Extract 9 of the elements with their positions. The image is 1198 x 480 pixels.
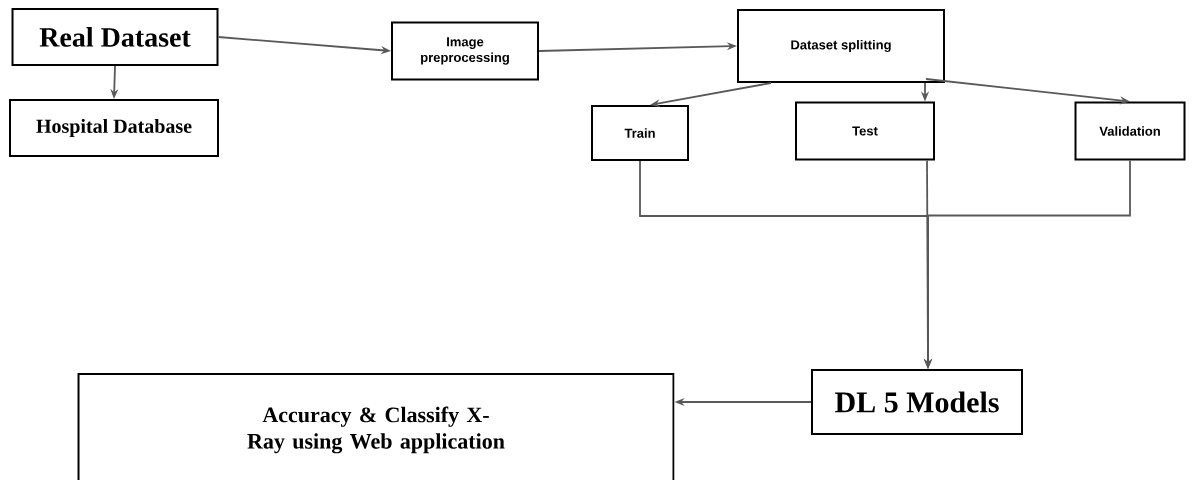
process-box: Real Dataset <box>11 8 219 66</box>
process-box: Accuracy & Classify X-Ray using Web application <box>77 373 675 480</box>
process-box: Test <box>795 101 935 161</box>
process-box: Dataset splitting <box>737 9 945 83</box>
process-box: Hospital Database <box>9 99 219 157</box>
process-box: DL 5 Models <box>811 369 1023 435</box>
process-box: Image preprocessing <box>391 21 539 81</box>
process-box: Train <box>591 105 689 161</box>
process-box: Validation <box>1074 101 1186 161</box>
